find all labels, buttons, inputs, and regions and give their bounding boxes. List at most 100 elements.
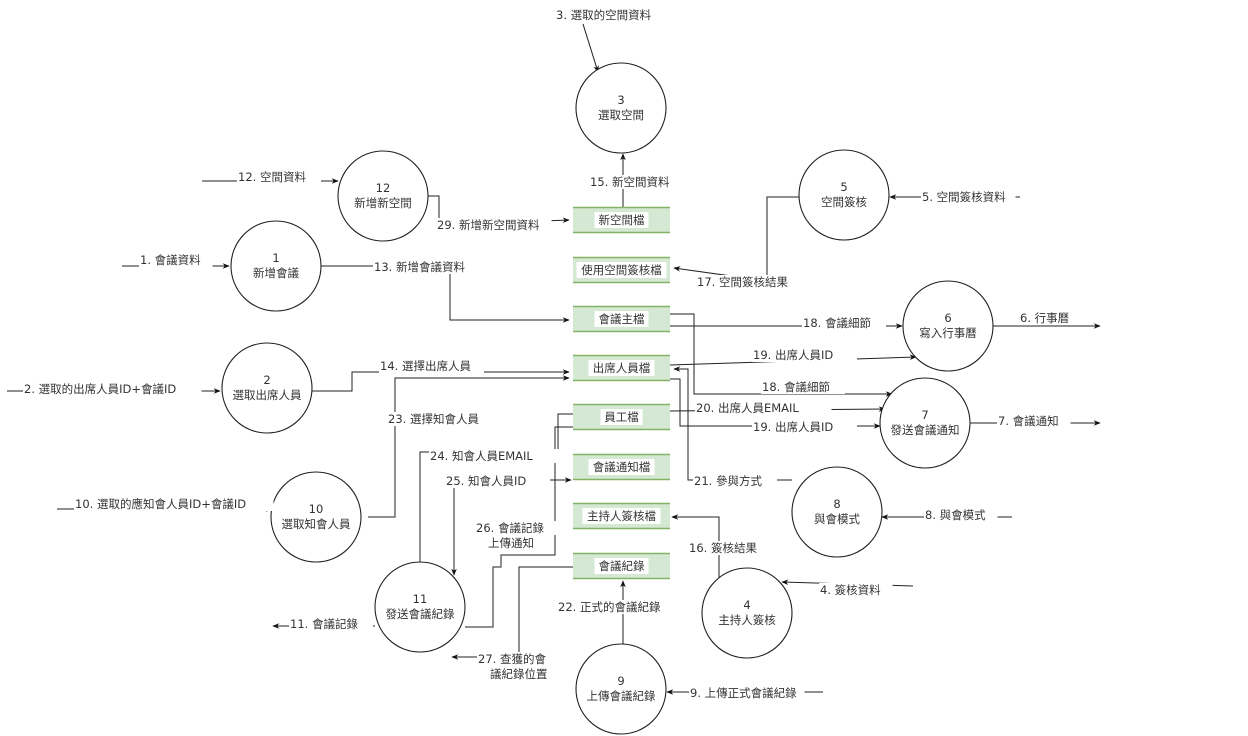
flow-label: 4. 簽核資料 [820,583,881,597]
flow-label-f17: 17. 空間簽核結果 [696,275,801,289]
data-store-s3[interactable]: 會議主檔 [573,305,670,333]
process-name: 寫入行事曆 [919,326,977,340]
data-store-s6[interactable]: 會議通知檔 [573,453,670,481]
flow-label-f1: 1. 會議資料 [139,253,213,267]
flow-label-bg [555,8,660,22]
flow-label-bg [373,260,478,274]
flow-label-f3: 3. 選取的空間資料 [555,8,660,22]
flow-label-f24: 24. 知會人員EMAIL [429,449,566,463]
process-name: 新增新空間 [354,196,412,210]
process-number: 7 [921,408,928,422]
process-number: 3 [617,93,624,107]
store-name: 會議通知檔 [593,460,651,474]
process-name: 新增會議 [253,266,299,280]
store-label-bg [594,311,649,327]
flow-label: 14. 選擇出席人員 [380,359,471,373]
flow-label-bg [924,508,998,522]
flow-label: 18. 會議細節 [762,380,830,394]
flow-label-bg [752,348,857,362]
data-store-s2[interactable]: 使用空間簽核檔 [573,256,670,284]
flow-label-f14: 14. 選擇出席人員 [379,359,484,373]
flow-label-f2: 2. 選取的出席人員ID+會議ID [23,382,202,396]
data-store-s8[interactable]: 會議紀錄 [573,552,670,580]
flow-label: 6. 行事曆 [1020,311,1070,325]
flow-arrow [417,413,573,579]
flow-label-f20: 20. 出席人員EMAIL [695,401,832,415]
flow-label: 18. 會議細節 [803,316,871,330]
flow-f24[interactable] [417,413,573,579]
flow-f27[interactable] [451,566,573,660]
process-number: 5 [840,180,847,194]
flow-label-bg [693,474,777,488]
flow-arrow [465,477,572,628]
flow-label-bg [429,449,566,463]
flow-f13[interactable] [321,265,570,323]
flow-label-f19a: 19. 出席人員ID [752,348,857,362]
data-store-s5[interactable]: 員工檔 [573,403,670,431]
flow-label-f6: 6. 行事曆 [1019,311,1082,325]
flow-label-bg [289,617,373,631]
flow-label-f8: 8. 與會模式 [924,508,998,522]
data-store-s4[interactable]: 出席人員檔 [573,354,670,382]
flow-label: 26. 會議記錄 [476,521,544,535]
flow-label: 2. 選取的出席人員ID+會議ID [24,382,176,396]
flow-label-bg [74,497,274,511]
flow-label: 議紀錄位置 [490,667,548,681]
process-circle [337,150,429,242]
store-label-bg [594,212,649,228]
flow-label-bg [387,412,492,426]
process-number: 6 [944,311,951,325]
flow-f16[interactable] [671,514,720,581]
flow-f23[interactable] [368,375,570,518]
flow-label: 上傳通知 [488,536,534,550]
process-number: 9 [617,674,624,688]
data-store-s7[interactable]: 主持人簽核檔 [573,502,670,530]
store-name: 會議紀錄 [599,559,645,573]
flow-label: 8. 與會模式 [925,508,986,522]
flow-label-bg [761,380,845,394]
flow-f3[interactable] [582,23,599,73]
process-number: 8 [833,497,840,511]
flow-label-f13: 13. 新增會議資料 [373,260,478,274]
flow-arrow [368,375,570,518]
flow-label-f21: 21. 參與方式 [693,474,777,488]
flow-label-bg [921,190,1016,204]
process-circle [221,342,313,434]
process-circle [791,466,883,558]
process-number: 4 [743,598,750,612]
store-label-bg [600,409,643,425]
flow-label: 19. 出席人員ID [753,420,833,434]
data-store-s1[interactable]: 新空間檔 [573,206,670,234]
flow-label: 11. 會議記錄 [290,617,358,631]
flow-arrow [673,196,800,282]
flow-label-bg [752,420,857,434]
process-name: 空間簽核 [821,195,867,209]
flow-label: 12. 空間資料 [238,170,306,184]
flow-label-bg [589,175,684,189]
flow-label-bg [436,218,552,232]
flow-f14[interactable] [312,369,570,392]
flow-f26[interactable] [465,477,572,628]
process-name: 選取出席人員 [233,388,302,402]
flow-label: 25. 知會人員ID [446,474,526,488]
process-name: 選取空間 [598,108,644,122]
store-name: 新空間檔 [599,213,645,227]
flow-label-f18a: 18. 會議細節 [802,316,886,330]
flow-f17[interactable] [673,196,800,282]
process-circle [230,220,322,312]
flow-label-f7: 7. 會議通知 [997,414,1071,428]
process-number: 11 [413,592,428,606]
